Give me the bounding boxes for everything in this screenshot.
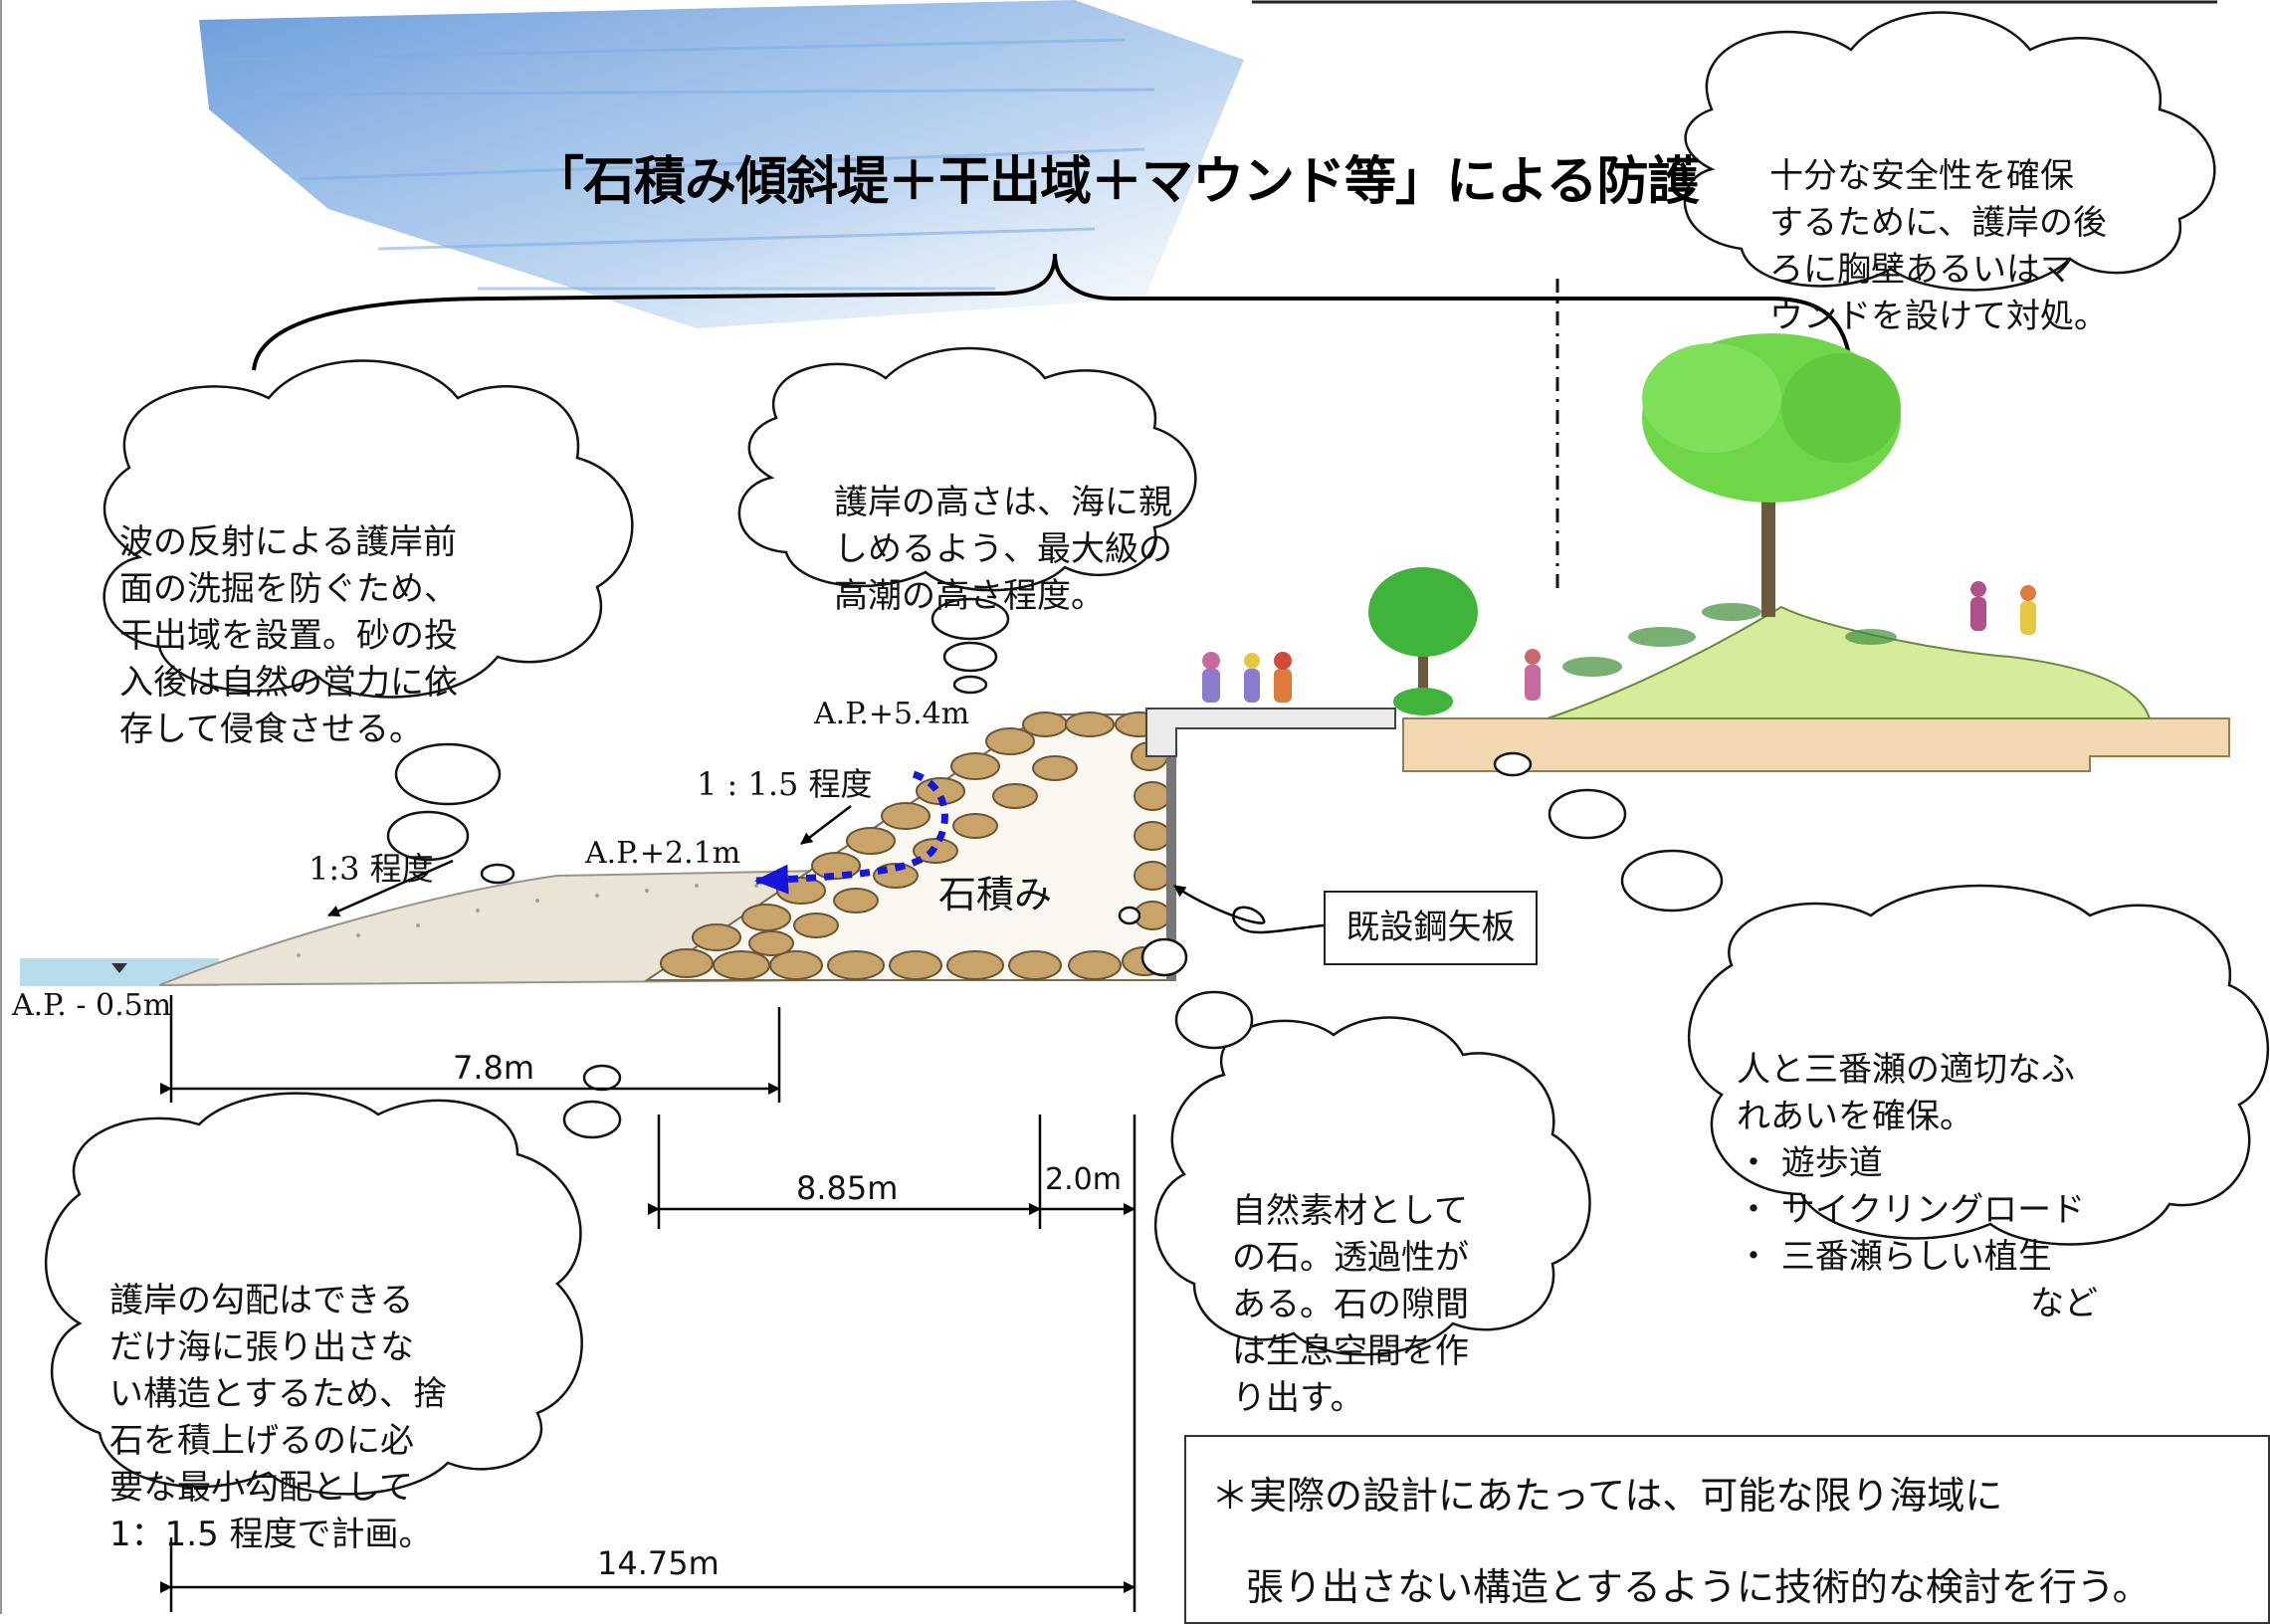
cloud-center-text: 護岸の高さは、海に親しめるよう、最大級の高潮の高さ程度。 [834,483,1172,616]
cloud-center [737,346,1197,592]
cloud-bottom-center-text: 自然素材としての石。透過性がある。石の隙間は生息空間を作り出す。 [1232,1191,1469,1418]
existing-steel-sheet-pile-label: 既設鋼矢板 [1324,891,1538,965]
cloud-callouts [45,11,2269,1496]
promenade-deck [1145,708,1396,757]
cloud-left [103,359,634,699]
green-mound [1547,605,2152,719]
cloud-bottom-center [1153,1016,1591,1356]
ground-layer [1402,717,2230,772]
ap-minus-0-5-label: A.P. - 0.5m [12,988,172,1023]
dimension-lines [160,995,1136,1612]
diagram-title: 「石積み傾斜堤＋干出域＋マウンド等」による防護 [532,152,1699,212]
ap-2-1-label: A.P.+2.1m [585,836,741,871]
tree-small [1368,567,1478,715]
dimension-8-85m: 8.85m [796,1169,899,1207]
cloud-left-text: 波の反射による護岸前面の洗掘を防ぐため、干出域を設置。砂の投入後は自然の営力に依… [119,522,458,749]
tree-large [1642,333,1901,617]
cloud-right [1687,884,2269,1246]
people-group [1202,581,2036,703]
wave-reflection-arrow [754,770,948,895]
cloud-right-text: 人と三番瀬の適切なふれあいを確保。・ 遊歩道・ サイクリングロード・ 三番瀬らし… [1737,1050,2098,1323]
mound-shrubs [1562,603,1897,677]
sheet-pile-pointer [1173,884,1325,934]
ap-5-4-label: A.P.+5.4m [814,697,970,731]
cloud-bottom-left-text: 護岸の勾配はできるだけ海に張り出さない構造とするため、捨石を積上げるのに必要な最… [109,1281,447,1554]
sky-texture [199,0,1244,328]
dimension-7-8m: 7.8m [453,1049,535,1087]
slope-1-1-5-label: 1 : 1.5 程度 [697,765,873,803]
dimension-2-0m: 2.0m [1045,1162,1122,1197]
sand-tidal-flat [158,869,827,986]
steel-sheet-pile [1166,714,1176,981]
slope-3-arrow [327,859,454,917]
slope-1-3-label: 1:3 程度 [309,850,434,888]
design-note-box: ＊実際の設計にあたっては、可能な限り海域に 張り出さない構造とするように技術的な… [1184,1435,2270,1624]
design-note-line2: 張り出さない構造とするように技術的な検討を行う。 [1246,1565,2151,1609]
cloud-top-right-text: 十分な安全性を確保するために、護岸の後ろに胸壁あるいはマウンドを設けて対処。 [1769,156,2108,336]
slope-15-arrow [800,805,852,845]
water-level-icon [111,963,127,973]
dimension-14-75m: 14.75m [597,1544,720,1582]
cloud-top-right [1683,11,2216,292]
design-note-line1: ＊実際の設計にあたっては、可能な限り海域に [1211,1474,2003,1518]
stone-masonry-label: 石積み [938,873,1053,916]
section-brace [252,253,1853,371]
thought-bubbles [386,597,1724,1139]
